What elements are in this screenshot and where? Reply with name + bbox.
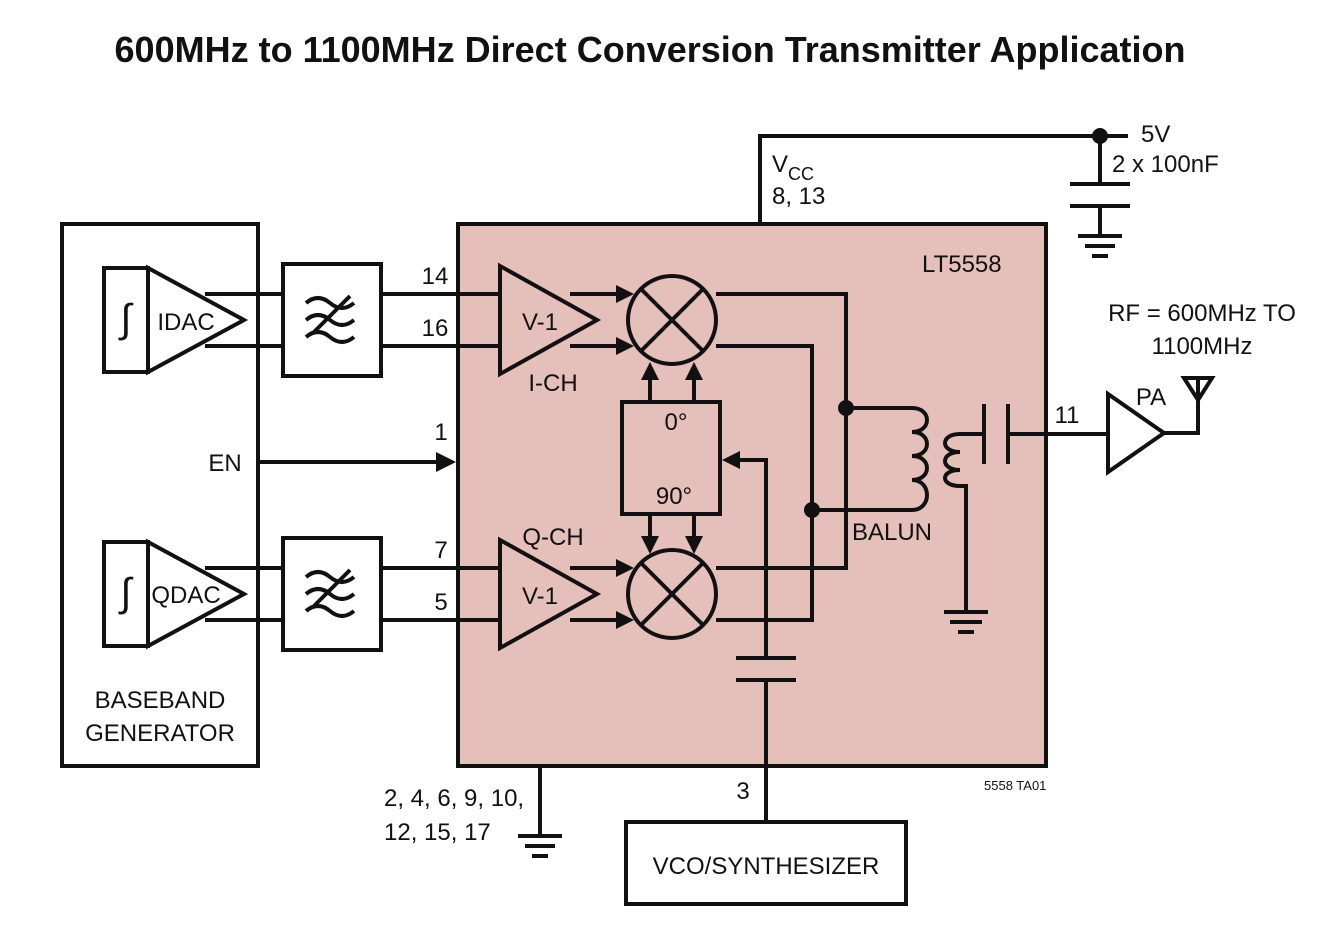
vcc-label: V (772, 151, 788, 178)
vcc-pins: 8, 13 (772, 183, 825, 210)
pin-3-label: 3 (736, 778, 749, 805)
i-amp-label: V-1 (522, 309, 558, 336)
phase-splitter (620, 400, 722, 516)
pin-5-label: 5 (434, 589, 447, 616)
power-amplifier (1106, 390, 1168, 476)
balun-ground-icon (944, 610, 988, 634)
pin-16-label: 16 (422, 315, 449, 342)
en-label: EN (208, 450, 241, 477)
q-channel-label: Q-CH (522, 524, 583, 551)
pin-7-label: 7 (434, 537, 447, 564)
vco-synthesizer-box (624, 820, 908, 906)
rf-range-line2: 1100MHz (1152, 333, 1253, 360)
balun-transformer (911, 406, 984, 612)
supply-voltage: 5V (1141, 121, 1170, 148)
i-channel-label: I-CH (528, 370, 577, 397)
pin-11-label: 11 (1055, 402, 1080, 429)
i-mixer (626, 274, 718, 366)
i-channel-amplifier (498, 262, 602, 378)
baseband-label-line1: BASEBAND (95, 687, 226, 714)
gnd-pins-line2: 12, 15, 17 (384, 819, 491, 846)
balun-label: BALUN (852, 519, 932, 546)
baseband-label-line2: GENERATOR (85, 720, 235, 747)
pin-14-label: 14 (422, 263, 449, 290)
idac-integrator-box (102, 266, 150, 374)
qdac-label: QDAC (151, 582, 220, 609)
chip-name: LT5558 (922, 251, 1002, 278)
idac-label: IDAC (157, 309, 214, 336)
idac-triangle (146, 264, 249, 376)
q-channel-amplifier (498, 536, 602, 652)
gnd-pins-line1: 2, 4, 6, 9, 10, (384, 785, 524, 812)
phase-0-label: 0° (665, 409, 688, 436)
q-lowpass-filter (281, 536, 383, 652)
vco-label: VCO/SYNTHESIZER (653, 853, 880, 880)
rf-range-line1: RF = 600MHz TO (1108, 300, 1296, 327)
chip-ground-icon (518, 834, 562, 858)
supply-ground-icon (1078, 234, 1122, 258)
en-arrow (436, 452, 456, 472)
antenna-icon (1180, 376, 1216, 404)
figure-id: 5558 TA01 (984, 778, 1046, 793)
q-amp-label: V-1 (522, 583, 558, 610)
pin-1-label: 1 (434, 419, 447, 446)
idac-integrator-symbol: ∫ (119, 297, 135, 341)
qdac-triangle (146, 538, 249, 650)
diagram-title: 600MHz to 1100MHz Direct Conversion Tran… (115, 29, 1186, 70)
qdac-integrator-symbol: ∫ (119, 571, 135, 615)
pa-label: PA (1136, 384, 1166, 411)
vcc-subscript: CC (788, 164, 814, 184)
phase-90-label: 90° (656, 483, 692, 510)
q-mixer (626, 548, 718, 640)
supply-caps: 2 x 100nF (1112, 151, 1219, 178)
i-lowpass-filter (281, 262, 383, 378)
